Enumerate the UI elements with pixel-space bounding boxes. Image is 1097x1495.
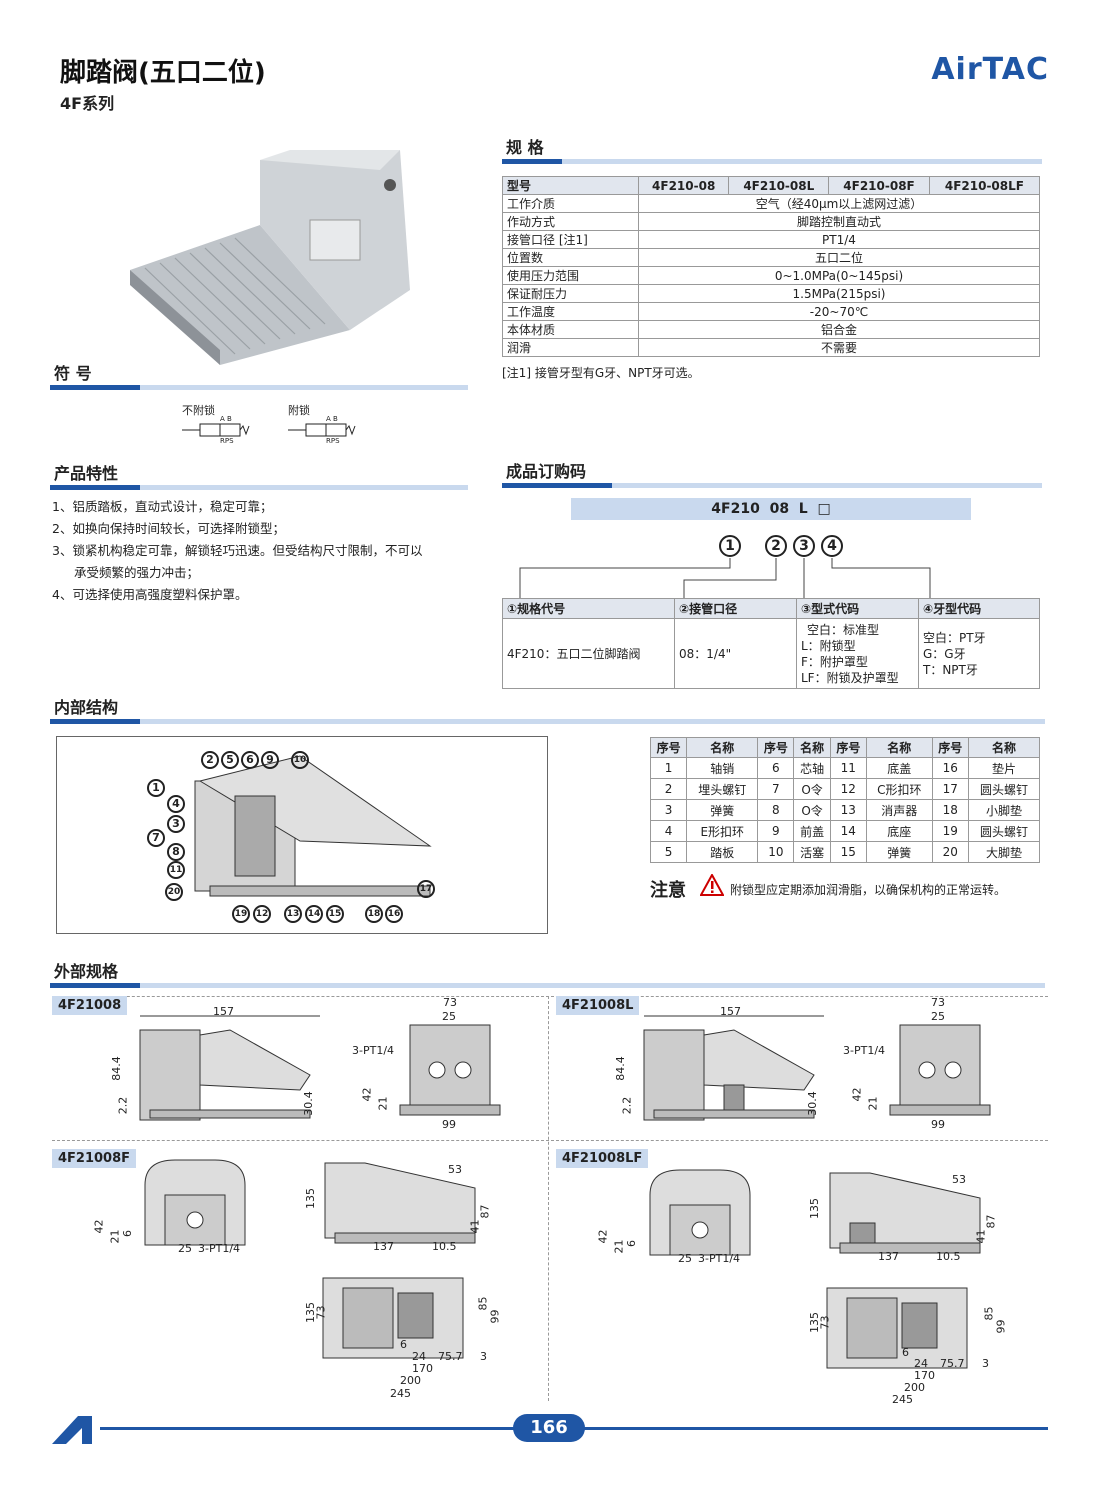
symbol-section-header: 符 号 (50, 360, 468, 390)
airtac-logo: AirTAC (931, 52, 1049, 87)
drawing-c-top (322, 1277, 464, 1359)
valve-symbol-lock (288, 423, 356, 437)
drawing-a-side (139, 1015, 320, 1121)
order-num-3: 3 (793, 535, 815, 557)
page-title: 脚踏阀(五口二位) (60, 58, 266, 88)
order-num-4: 4 (821, 535, 843, 557)
drawing-c-front (144, 1159, 246, 1246)
drawing-d-side (829, 1172, 981, 1254)
spec-note: [注1] 接管牙型有G牙、NPT牙可选。 (502, 366, 700, 380)
notice-label: 注意 (650, 880, 686, 901)
product-photo (130, 150, 410, 365)
series-label: 4F系列 (60, 94, 115, 113)
drawing-label-d: 4F21008LF (556, 1149, 649, 1168)
drawing-a-front (399, 1024, 501, 1116)
features-section-header: 产品特性 (50, 460, 468, 490)
spec-section-header: 规 格 (502, 134, 1042, 164)
order-leader-lines (519, 558, 931, 598)
drawing-label-b: 4F21008L (556, 996, 640, 1015)
page-number: 166 (513, 1414, 585, 1442)
symbol-lock-label: 附锁 (288, 404, 310, 417)
order-code: 4F210 08 L □ (571, 498, 971, 520)
drawing-c-side (324, 1162, 476, 1244)
internal-diagram (194, 755, 432, 897)
internal-diagram-frame (56, 736, 548, 934)
drawing-d-front (649, 1169, 751, 1256)
symbol-no-lock-label: 不附锁 (182, 404, 215, 417)
drawing-b-side (643, 1015, 824, 1121)
warning-icon (700, 874, 724, 896)
drawing-d-top (826, 1287, 968, 1369)
internal-section-header: 内部结构 (50, 694, 1045, 724)
footer-logo-icon (52, 1416, 92, 1444)
drawing-b-front (889, 1024, 991, 1116)
drawing-label-a: 4F21008 (52, 996, 128, 1015)
order-num-2: 2 (765, 535, 787, 557)
order-section-header: 成品订购码 (502, 458, 1042, 488)
features-list: 1、铝质踏板，直动式设计，稳定可靠；2、如换向保持时间较长，可选择附锁型；3、锁… (52, 499, 423, 602)
valve-symbol-no-lock (182, 423, 250, 437)
drawing-label-c: 4F21008F (52, 1149, 137, 1168)
notice-text: 附锁型应定期添加润滑脂，以确保机构的正常运转。 (730, 883, 1007, 897)
external-section-header: 外部规格 (50, 958, 1045, 988)
order-num-1: 1 (719, 535, 741, 557)
